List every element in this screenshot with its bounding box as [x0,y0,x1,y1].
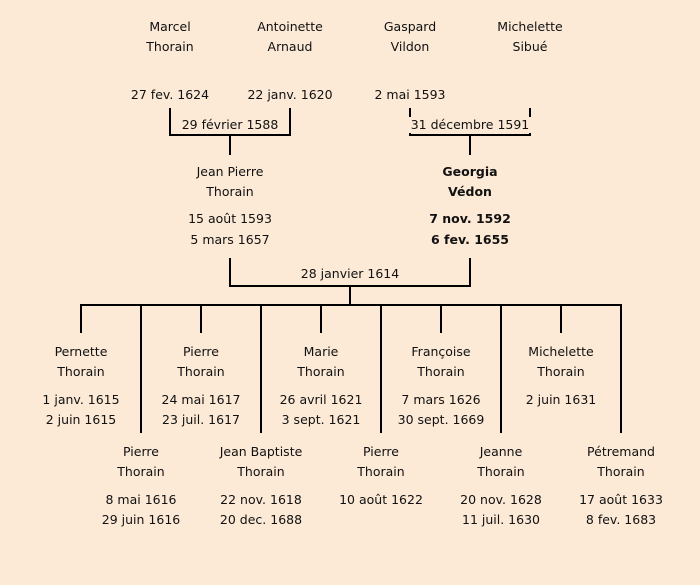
child-line [140,305,142,433]
person-last-name: Thorain [237,464,285,479]
person-last-name: Védon [448,184,492,199]
child-line [380,305,382,433]
person-first-name: Marcel [149,19,191,34]
descent-line [469,135,471,155]
person-first-name: Antoinette [257,19,323,34]
person-death-date: 30 sept. 1669 [397,412,485,427]
marriage-date: 29 février 1588 [179,117,281,133]
person-death-date: 6 fev. 1655 [431,232,509,247]
person-last-name: Thorain [146,39,194,54]
person-first-name: Georgia [442,164,498,179]
couple-line [289,108,291,136]
person-death-date: 2 juin 1615 [45,412,117,427]
person-birth-date: 7 mars 1626 [401,392,481,407]
person-birth-date: 2 mai 1593 [374,87,446,102]
child-line [80,305,82,333]
person-first-name: Gaspard [383,19,437,34]
person-last-name: Thorain [357,464,405,479]
person-last-name: Thorain [57,364,105,379]
person-birth-date: 22 nov. 1618 [220,492,302,507]
child-line [620,305,622,433]
descent-line [349,286,351,306]
person-last-name: Sibué [512,39,548,54]
person-first-name: Marie [303,344,339,359]
person-last-name: Thorain [117,464,165,479]
person-first-name: Michelette [528,344,594,359]
person-death-date: 29 juin 1616 [101,512,181,527]
person-birth-date: 2 juin 1631 [525,392,597,407]
person-first-name: Pierre [363,444,399,459]
person-birth-date: 22 janv. 1620 [247,87,333,102]
person-first-name: Jeanne [479,444,523,459]
person-last-name: Thorain [417,364,465,379]
person-birth-date: 1 janv. 1615 [42,392,120,407]
person-death-date: 20 dec. 1688 [219,512,303,527]
person-last-name: Arnaud [267,39,313,54]
person-last-name: Thorain [177,364,225,379]
person-first-name: Jean Pierre [196,164,264,179]
person-last-name: Thorain [477,464,525,479]
couple-line [469,258,471,287]
child-line [320,305,322,333]
child-line [500,305,502,433]
person-first-name: Pierre [183,344,219,359]
couple-line [169,108,171,136]
person-last-name: Thorain [537,364,585,379]
person-last-name: Thorain [597,464,645,479]
couple-line [229,258,231,287]
descent-line [229,135,231,155]
marriage-date: 28 janvier 1614 [298,266,402,282]
marriage-date: 31 décembre 1591 [408,117,532,133]
person-birth-date: 24 mai 1617 [161,392,241,407]
person-death-date: 8 fev. 1683 [585,512,657,527]
person-first-name: Michelette [497,19,563,34]
person-last-name: Thorain [206,184,254,199]
person-death-date: 5 mars 1657 [190,232,270,247]
person-first-name: Pétremand [587,444,655,459]
person-birth-date: 10 août 1622 [339,492,423,507]
person-first-name: Pierre [123,444,159,459]
person-last-name: Thorain [297,364,345,379]
person-first-name: Pernette [54,344,108,359]
person-birth-date: 17 août 1633 [579,492,663,507]
person-death-date: 11 juil. 1630 [462,512,540,527]
child-line [560,305,562,333]
child-line [200,305,202,333]
child-line [260,305,262,433]
person-first-name: Jean Baptiste [219,444,303,459]
person-first-name: Françoise [411,344,471,359]
person-birth-date: 15 août 1593 [188,211,272,226]
person-birth-date: 20 nov. 1628 [460,492,542,507]
person-death-date: 3 sept. 1621 [281,412,361,427]
person-birth-date: 26 avril 1621 [279,392,363,407]
person-birth-date: 7 nov. 1592 [429,211,511,226]
child-line [440,305,442,333]
person-death-date: 23 juil. 1617 [162,412,240,427]
person-last-name: Vildon [390,39,430,54]
sibling-line [80,304,622,306]
person-birth-date: 8 mai 1616 [105,492,177,507]
person-birth-date: 27 fev. 1624 [130,87,210,102]
